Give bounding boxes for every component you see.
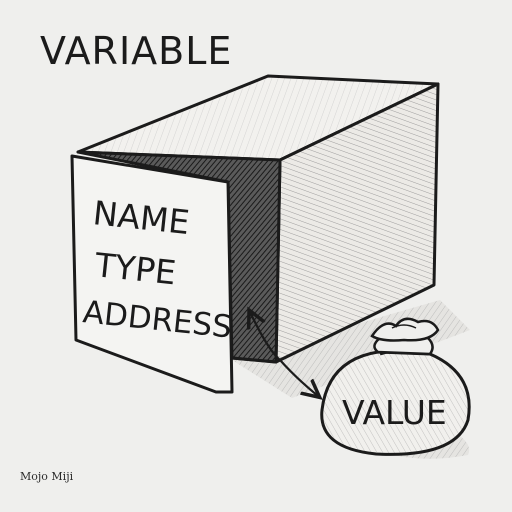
- diagram-title: VARIABLE: [40, 29, 232, 73]
- link-arrow: [250, 312, 318, 396]
- bag-body: [320, 350, 471, 456]
- bag-label-value: VALUE: [342, 393, 447, 432]
- credit-signature: Mojo Miji: [20, 470, 74, 483]
- bag-top-knot: [370, 317, 440, 342]
- door-label-type: TYPE: [92, 245, 178, 292]
- door-edge: [216, 181, 234, 393]
- bag-knot-fold: [391, 324, 417, 329]
- value-bag: VALUE: [320, 317, 471, 456]
